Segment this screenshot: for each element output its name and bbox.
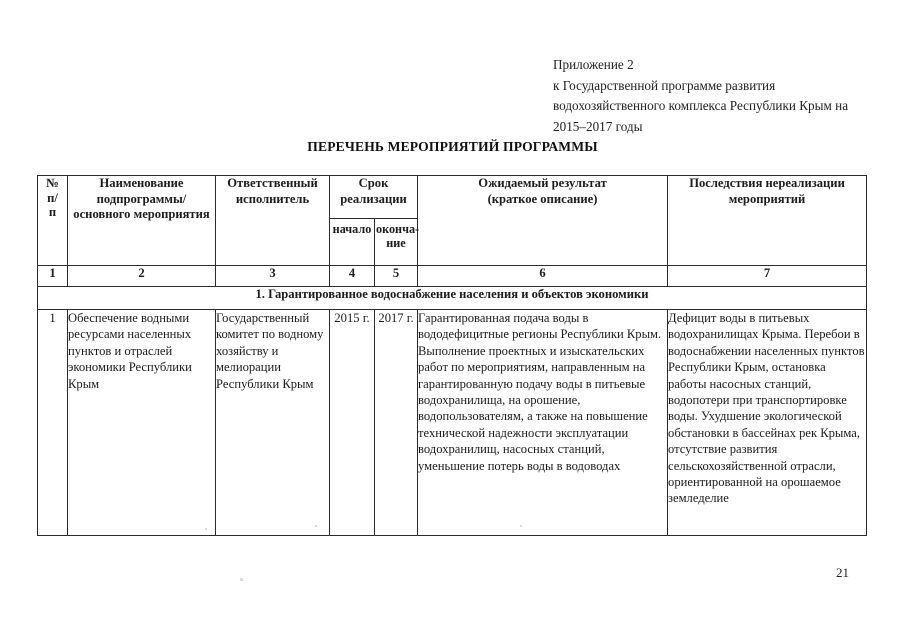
column-number-4: 4 (329, 265, 375, 287)
column-number-7: 7 (667, 265, 868, 287)
header-cell-executor: Ответственный исполнитель (215, 175, 330, 266)
cell-subprogram: Обеспечение водными ресурсами населенных… (67, 309, 216, 536)
column-number-2: 2 (67, 265, 216, 287)
header-cell-consequences: Последствия нереализации мероприятий (667, 175, 868, 266)
cell-consequences: Дефицит воды в питьевых водохранилищах К… (667, 309, 868, 536)
header-executor-line-2: исполнитель (235, 191, 310, 206)
header-number-line-3: п (48, 205, 57, 219)
header-result-line-1: Ожидаемый результат (478, 176, 607, 190)
table-subheader-row: начало оконча- ние (38, 218, 867, 266)
header-cell-subprogram: Наименование подпрограммы/ основного мер… (67, 175, 216, 266)
page-number: 21 (836, 565, 849, 580)
cell-row-number: 1 (37, 309, 68, 536)
column-number-1: 1 (37, 265, 68, 287)
column-number-6: 6 (417, 265, 669, 287)
table-row: 1 Обеспечение водными ресурсами населенн… (37, 309, 868, 536)
table-column-numbers-row: 1 2 3 4 5 6 7 (37, 265, 868, 287)
header-cell-term-start: начало (329, 218, 375, 266)
header-consequences-line-1: Последствия нереализации (689, 176, 845, 190)
table-header-row: № п/ п Наименование подпрограммы/ основн… (37, 175, 868, 266)
header-subprogram-line-1: Наименование (99, 176, 184, 190)
table-section-heading-row: 1. Гарантированное водоснабжение населен… (36, 286, 868, 310)
header-cell-expected-result: Ожидаемый результат (краткое описание) (417, 175, 669, 266)
scan-speckle (240, 578, 243, 581)
header-number-line-1: № (46, 176, 59, 190)
header-term-line-1: Срок (358, 176, 389, 190)
header-term-line-2: реализации (340, 191, 407, 206)
header-result-line-2: (краткое описание) (487, 191, 598, 206)
header-cell-term-end: оконча- ние (373, 218, 420, 266)
scan-speckle (315, 525, 317, 527)
header-line-4: 2015–2017 годы (553, 118, 643, 134)
header-cell-number: № п/ п (37, 175, 68, 266)
program-measures-table-wrapper: № п/ п Наименование подпрограммы/ основн… (36, 175, 868, 536)
page-title: ПЕРЕЧЕНЬ МЕРОПРИЯТИЙ ПРОГРАММЫ (307, 139, 598, 154)
scan-speckle (205, 528, 207, 530)
header-consequences-line-2: мероприятий (728, 191, 806, 206)
section-heading-1: 1. Гарантированное водоснабжение населен… (36, 286, 868, 310)
header-number-line-2: п/ (47, 190, 58, 205)
column-number-5: 5 (373, 265, 419, 287)
header-term-end-line-2: ние (386, 236, 406, 250)
cell-term-end: 2017 г. (373, 309, 419, 536)
cell-executor: Государственный комитет по водному хозяй… (215, 309, 330, 536)
column-number-3: 3 (215, 265, 330, 287)
document-header-block: Приложение 2 к Государственной программе… (553, 55, 883, 137)
header-line-3: водохозяйственного комплекса Республики … (553, 98, 849, 113)
header-executor-line-1: Ответственный (227, 176, 318, 190)
header-term-end-line-1: оконча- (376, 222, 420, 236)
header-line-2: к Государственной программе развития (553, 77, 776, 93)
header-cell-term-group: Срок реализации (328, 175, 419, 219)
program-measures-table: № п/ п Наименование подпрограммы/ основн… (36, 175, 868, 536)
cell-term-start: 2015 г. (329, 309, 375, 536)
scan-speckle (520, 525, 522, 527)
header-line-1: Приложение 2 (553, 57, 634, 72)
cell-expected-result: Гарантированная подача воды в вододефици… (417, 309, 669, 536)
header-subprogram-line-2: подпрограммы/ (96, 191, 187, 206)
header-subprogram-line-3: основного мероприятия (73, 207, 210, 221)
